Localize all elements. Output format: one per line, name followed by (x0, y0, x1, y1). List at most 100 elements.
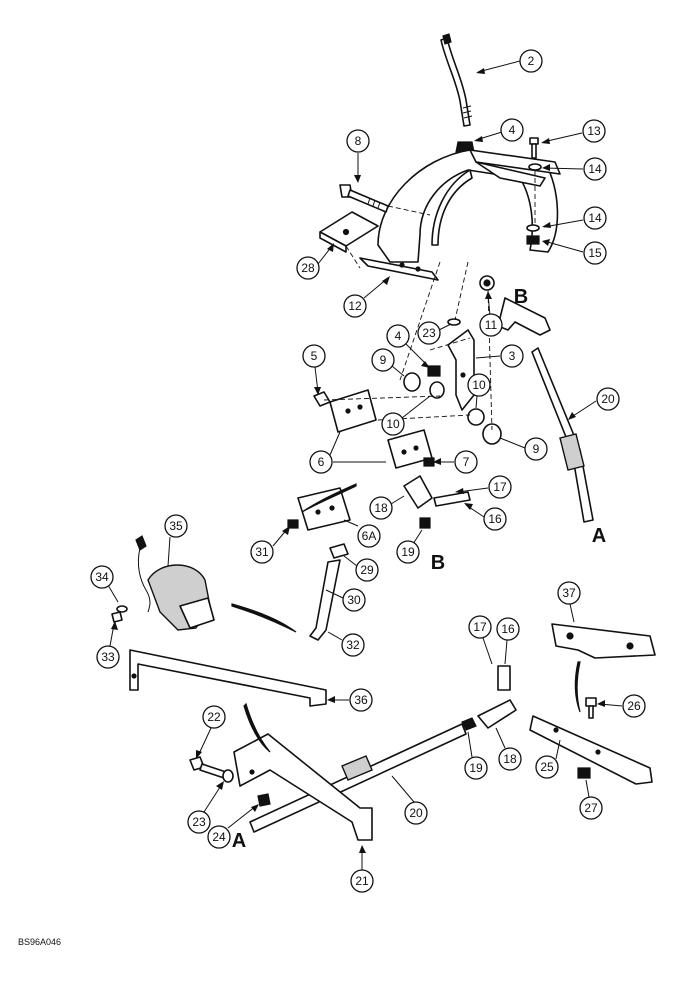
callout-20-lower: 20 (391, 775, 428, 825)
assembly-line-5 (377, 414, 471, 421)
callout-9-right: 9 (499, 437, 548, 461)
svg-text:33: 33 (101, 650, 115, 664)
svg-text:26: 26 (627, 699, 641, 713)
lever-bolt (585, 697, 597, 719)
svg-text:14: 14 (588, 162, 602, 176)
callout-16-lower: 16 (496, 617, 520, 665)
pin-upper (433, 491, 471, 507)
callout-14-upper: 14 (542, 157, 607, 181)
swoosh-2 (301, 483, 357, 513)
svg-text:19: 19 (469, 761, 483, 775)
assembly-line-7 (387, 205, 431, 216)
arm-washer (447, 318, 461, 326)
callout-37: 37 (557, 581, 581, 623)
section-letter-a-upper: A (592, 525, 606, 547)
svg-text:23: 23 (192, 815, 206, 829)
svg-text:22: 22 (207, 710, 221, 724)
svg-text:30: 30 (347, 593, 361, 607)
callout-23-lower: 23 (187, 781, 224, 834)
svg-text:6: 6 (318, 455, 325, 469)
figure-reference-code: BS96A046 (18, 937, 61, 947)
svg-text:15: 15 (588, 246, 602, 260)
lever-arm-25 (529, 715, 653, 785)
callout-15: 15 (542, 239, 607, 265)
svg-text:8: 8 (355, 134, 362, 148)
svg-text:4: 4 (509, 123, 516, 137)
callout-14-lower: 14 (542, 206, 607, 230)
section-letter-b-upper: B (514, 286, 528, 308)
bracket-nut (257, 793, 271, 807)
arm-nut (427, 365, 441, 377)
plate-6a (297, 487, 351, 531)
swoosh-3 (243, 702, 271, 753)
plate-37 (551, 623, 656, 659)
svg-text:16: 16 (501, 622, 515, 636)
plate-upper (329, 389, 377, 433)
assembly-line-3 (487, 289, 493, 431)
svg-text:14: 14 (588, 211, 602, 225)
svg-text:3: 3 (509, 349, 516, 363)
svg-text:27: 27 (584, 801, 598, 815)
callout-6: 6 (309, 431, 386, 474)
svg-text:18: 18 (503, 752, 517, 766)
callout-23-upper: 23 (417, 321, 452, 345)
bushing-left (403, 372, 421, 392)
svg-text:16: 16 (488, 512, 502, 526)
callout-34: 34 (90, 565, 119, 603)
callout-21: 21 (350, 845, 374, 893)
callout-3: 3 (475, 344, 524, 368)
nut-31 (287, 519, 299, 529)
svg-text:35: 35 (169, 519, 183, 533)
pin-lower (497, 665, 511, 691)
callout-8: 8 (346, 129, 370, 183)
callout-10-right: 10 (467, 373, 491, 409)
swoosh-1 (231, 603, 297, 633)
callout-33: 33 (96, 621, 120, 669)
callout-13: 13 (541, 119, 606, 144)
callout-20-upper: 20 (568, 387, 620, 420)
callout-28: 28 (296, 243, 334, 280)
shift-gate-housing (359, 149, 561, 281)
callout-7: 7 (433, 450, 478, 474)
callout-6a: 6A (343, 519, 381, 548)
shift-lever-rod (440, 33, 473, 127)
cable-bracket-21 (233, 733, 373, 841)
callout-10-left: 10 (381, 395, 431, 436)
plate-nut (423, 457, 435, 467)
svg-text:21: 21 (355, 874, 369, 888)
svg-text:7: 7 (463, 455, 470, 469)
pivot-bushing (479, 275, 495, 291)
shift-arm (447, 329, 475, 411)
svg-text:9: 9 (533, 442, 540, 456)
callout-36: 36 (327, 688, 373, 712)
callout-layer: 2 4 13 14 8 (90, 49, 646, 893)
callout-32: 32 (327, 631, 365, 657)
svg-text:2: 2 (528, 54, 535, 68)
nut-lower (461, 717, 477, 731)
svg-text:18: 18 (374, 501, 388, 515)
svg-text:24: 24 (212, 830, 226, 844)
callout-19-lower: 19 (464, 731, 488, 780)
washer-upper (528, 163, 542, 171)
control-cable-lower (249, 723, 467, 833)
svg-text:17: 17 (493, 480, 507, 494)
assembly-line-2 (454, 261, 469, 321)
svg-text:23: 23 (422, 326, 436, 340)
svg-text:25: 25 (540, 760, 554, 774)
callout-2: 2 (476, 49, 543, 74)
assembly-line-6 (345, 245, 361, 269)
callout-11: 11 (479, 291, 503, 337)
svg-text:5: 5 (311, 349, 318, 363)
bracket-plate (319, 211, 379, 253)
lock-nut (526, 235, 540, 245)
assembly-line-1 (399, 261, 441, 381)
svg-text:37: 37 (562, 586, 576, 600)
section-letter-b-lower: B (431, 552, 445, 574)
washer-lower (526, 224, 540, 232)
svg-text:4: 4 (395, 329, 402, 343)
callout-18-lower: 18 (495, 727, 522, 771)
callout-17-upper: 17 (455, 475, 512, 499)
swoosh-4 (574, 661, 581, 713)
bushing-right (482, 423, 502, 445)
